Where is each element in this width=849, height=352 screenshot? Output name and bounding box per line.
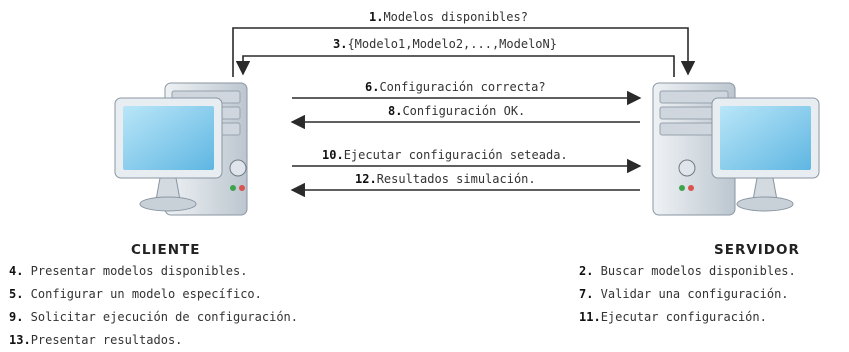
arrow-6-label: 6.Configuración correcta?	[365, 80, 546, 94]
arrow-1-label: 1.Modelos disponibles?	[369, 10, 528, 24]
arrow-3-label: 3.{Modelo1,Modelo2,...,ModeloN}	[333, 37, 557, 51]
arrow-10-label: 10.Ejecutar configuración seteada.	[322, 148, 568, 162]
client-task-item: 4. Presentar modelos disponibles.	[9, 264, 248, 278]
arrow-1-line	[232, 27, 696, 77]
server-label: SERVIDOR	[714, 242, 800, 258]
client-task-item: 9. Solicitar ejecución de configuración.	[9, 310, 298, 324]
arrow-12-label: 12.Resultados simulación.	[355, 172, 536, 186]
server-computer-icon	[652, 82, 820, 216]
client-computer-icon	[114, 82, 248, 216]
arrow-8-label: 8.Configuración OK.	[388, 104, 525, 118]
server-task-item: 7. Validar una configuración.	[579, 287, 789, 301]
client-task-item: 13.Presentar resultados.	[9, 333, 183, 347]
client-task-list: 4. Presentar modelos disponibles. 5. Con…	[9, 260, 298, 352]
server-task-item: 2. Buscar modelos disponibles.	[579, 264, 796, 278]
server-task-list: 2. Buscar modelos disponibles. 7. Valida…	[579, 260, 796, 329]
client-task-item: 5. Configurar un modelo específico.	[9, 287, 262, 301]
client-label: CLIENTE	[131, 242, 200, 258]
server-task-item: 11.Ejecutar configuración.	[579, 310, 767, 324]
arrow-3-line	[235, 55, 675, 77]
